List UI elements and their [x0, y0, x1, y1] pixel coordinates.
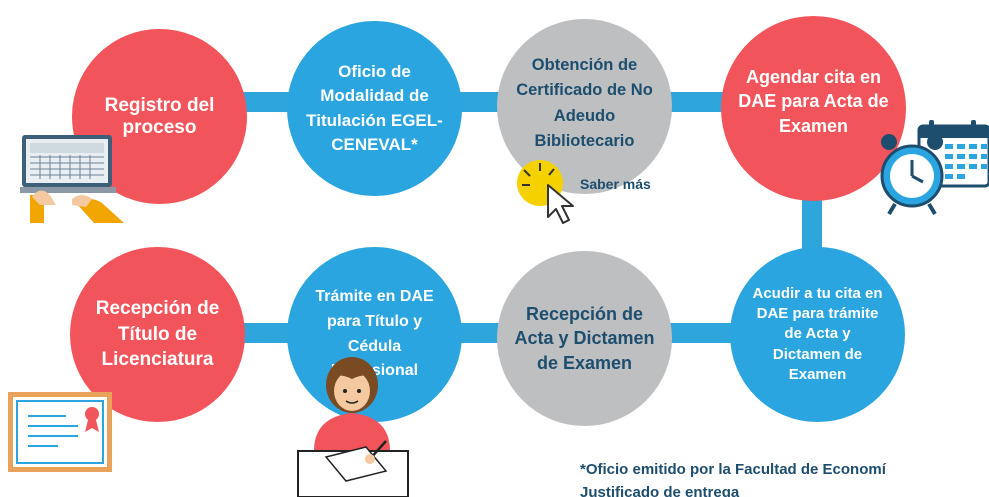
step-acudir-cita: Acudir a tu cita en DAE para trámite de …: [730, 247, 905, 422]
footnote-line1: *Oficio emitido por la Facultad de Econo…: [580, 461, 886, 478]
saber-mas-link[interactable]: Saber más: [580, 176, 651, 192]
laptop-hands-icon: [20, 135, 124, 223]
certificate-icon: [8, 392, 112, 472]
step-agendar: Agendar cita en DAE para Acta de Examen: [721, 16, 906, 201]
person-writing-icon: [297, 357, 409, 497]
step-oficio: Oficio de Modalidad de Titulación EGEL-C…: [287, 21, 462, 196]
connector-top: [160, 92, 800, 112]
footnote-line2: Justificado de entrega: [580, 484, 740, 497]
cursor-click-icon[interactable]: [510, 155, 595, 230]
connector-bottom: [160, 323, 820, 343]
clock-calendar-icon: [880, 120, 989, 216]
step-recepcion-acta: Recepción de Acta y Dictamen de Examen: [497, 251, 672, 426]
